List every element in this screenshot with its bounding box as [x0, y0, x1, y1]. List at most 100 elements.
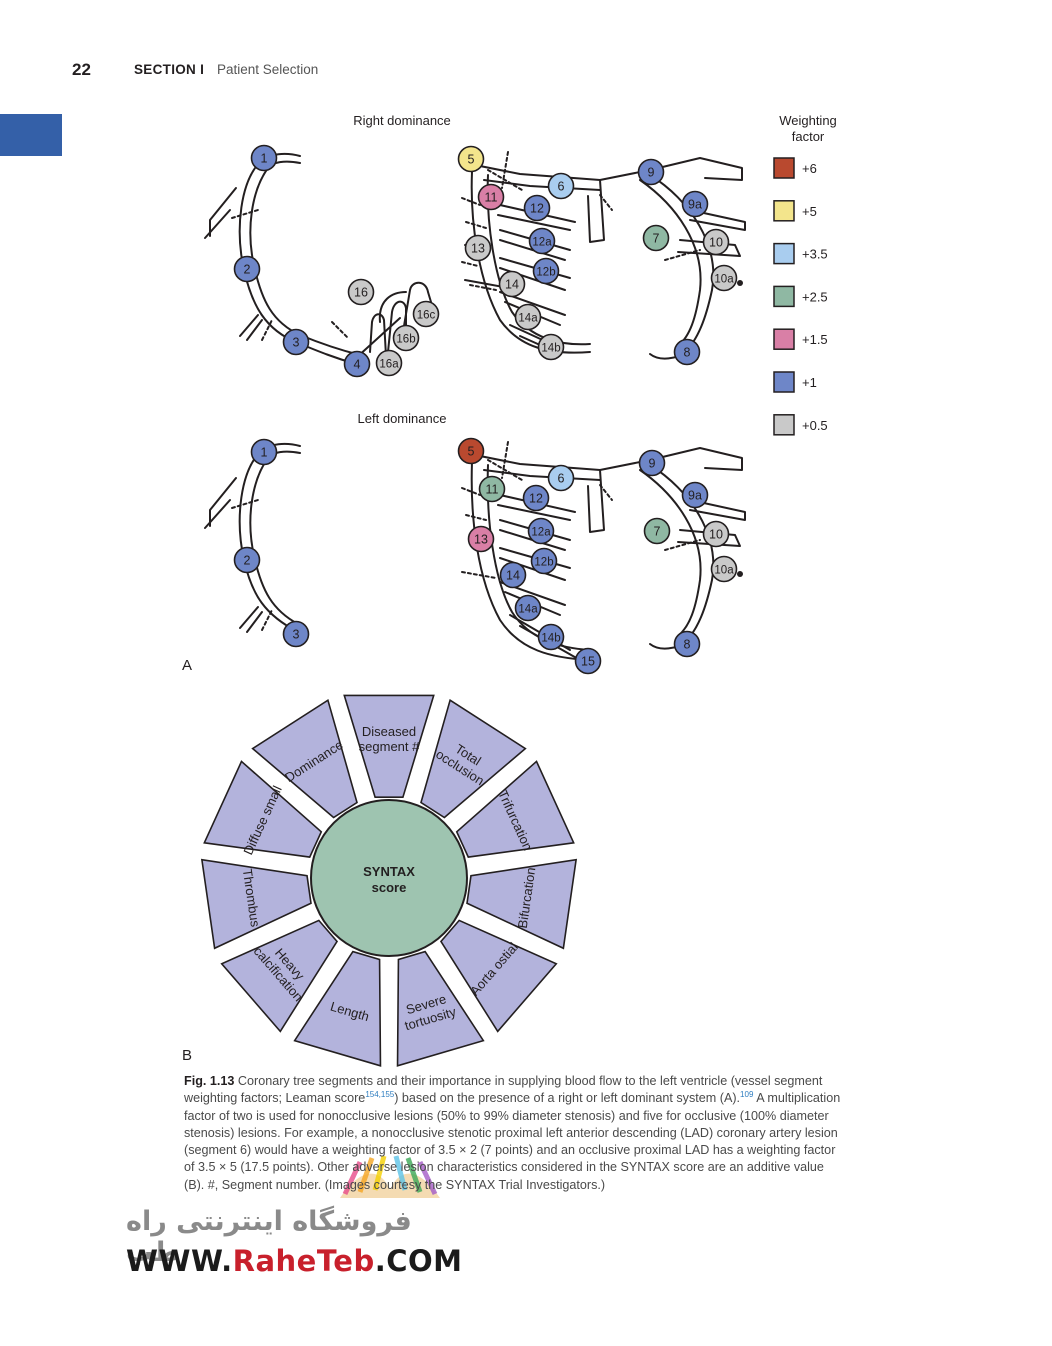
right-segment-14a: 14a [514, 303, 542, 331]
right-segment-label: 14b [541, 343, 560, 355]
right-segment-12b: 12b [532, 257, 560, 285]
right-segment-label: 13 [471, 242, 485, 256]
wheel-petal-shape [203, 760, 323, 858]
left-segment-label: 5 [468, 445, 475, 459]
right-segment-circle [233, 255, 261, 283]
right-segment-circle [532, 257, 560, 285]
wheel-petal-shape [455, 760, 575, 858]
left-segment-label: 3 [293, 628, 300, 642]
legend-swatch [773, 242, 795, 265]
right-segment-7: 7 [642, 224, 670, 252]
wheel-petal: Bifurcation [466, 858, 578, 950]
left-segment-14a: 14a [514, 594, 542, 622]
wheel-petal-shape [251, 698, 358, 819]
left-segment-circle [638, 449, 666, 477]
right-segment-label: 5 [468, 153, 475, 167]
left-segment-8: 8 [673, 630, 701, 658]
legend-item: +0.5 [773, 414, 828, 436]
legend-value: +3.5 [802, 247, 828, 262]
left-segment-circle [574, 647, 602, 675]
right-segment-label: 12a [532, 237, 552, 249]
left-segment-circle [514, 594, 542, 622]
right-dominance-segments: 12341616a16b16c56111212a12b131414a14b99a… [233, 144, 743, 577]
wheel-petal-shape [220, 919, 339, 1033]
left-segment-circle [673, 630, 701, 658]
right-segment-circle [250, 144, 278, 172]
left-segment-10a: 10a [710, 555, 738, 583]
right-segment-label: 7 [653, 232, 660, 246]
left-segment-label: 12 [529, 492, 543, 506]
syntax-center-line2: score [372, 880, 407, 895]
right-segment-circle [537, 333, 565, 361]
wheel-petal-shape [396, 950, 485, 1067]
right-segment-label: 11 [485, 191, 498, 205]
left-segment-3: 3 [282, 620, 310, 648]
figure-caption: Fig. 1.13 Coronary tree segments and the… [184, 1073, 844, 1194]
left-segment-circle [702, 520, 730, 548]
left-segment-12b: 12b [530, 547, 558, 575]
caption-ref-2: 109 [740, 1090, 754, 1100]
right-segment-label: 10a [714, 274, 734, 286]
right-segment-label: 4 [354, 358, 361, 372]
right-segment-4: 4 [343, 350, 371, 378]
left-segment-10: 10 [702, 520, 730, 548]
right-segment-circle [464, 234, 492, 262]
watermark-url: WWW.RaheTeb.COM [126, 1244, 463, 1278]
legend-swatch [773, 157, 795, 179]
right-segment-label: 14a [518, 313, 538, 325]
right-segment-circle [347, 278, 375, 306]
watermark-book-icon [340, 1155, 440, 1198]
legend-value: +6 [802, 161, 817, 176]
right-segment-11: 11 [477, 183, 505, 211]
left-segment-label: 10a [714, 565, 734, 577]
wheel-petal: Severetortuosity [396, 950, 485, 1067]
right-segment-circle [523, 194, 551, 222]
left-segment-14: 14 [499, 561, 527, 589]
watermark-url-brand: RaheTeb [232, 1244, 375, 1278]
left-segment-label: 9a [688, 489, 702, 503]
left-segment-circle [457, 437, 485, 465]
right-segment-9: 9 [637, 158, 665, 186]
wheel-petal: Heavycalcification [220, 919, 339, 1033]
panel-a-label: A [182, 657, 192, 674]
watermark-url-post: .COM [374, 1244, 463, 1278]
right-segment-circle [514, 303, 542, 331]
right-segment-circle [412, 300, 440, 328]
left-segment-label: 14b [541, 633, 560, 645]
right-segment-label: 16a [379, 359, 399, 371]
right-segment-10: 10 [702, 228, 730, 256]
right-segment-circle [710, 264, 738, 292]
left-segment-label: 7 [654, 525, 661, 539]
legend-value: +1.5 [802, 332, 828, 347]
right-segment-circle [528, 227, 556, 255]
wheel-petal: Diffuse small [203, 760, 323, 858]
right-segment-14: 14 [498, 270, 526, 298]
legend-item: +3.5 [773, 242, 828, 265]
left-segment-5: 5 [457, 437, 485, 465]
left-segment-label: 6 [558, 472, 565, 486]
legend-value: +5 [802, 204, 817, 219]
left-segment-12a: 12a [527, 517, 555, 545]
legend-swatch [773, 371, 795, 393]
right-segment-label: 3 [293, 336, 300, 350]
legend-title-line1: Weighting [779, 113, 837, 128]
section-title: Patient Selection [217, 62, 319, 77]
right-dominance-title: Right dominance [353, 113, 451, 128]
legend-swatch [773, 200, 795, 222]
left-dominance-title: Left dominance [358, 411, 447, 426]
right-segment-10a: 10a [710, 264, 738, 292]
right-segment-circle [642, 224, 670, 252]
caption-figure-label: Fig. 1.13 [184, 1074, 235, 1088]
left-segment-circle [643, 517, 671, 545]
right-segment-9a: 9a [681, 190, 709, 218]
wheel-petal-shape [293, 950, 382, 1067]
right-segment-circle [547, 172, 575, 200]
wheel-petal-label-line: segment # [359, 739, 420, 754]
wheel-petal: Trifurcation [455, 760, 575, 858]
left-segment-label: 1 [261, 446, 268, 460]
